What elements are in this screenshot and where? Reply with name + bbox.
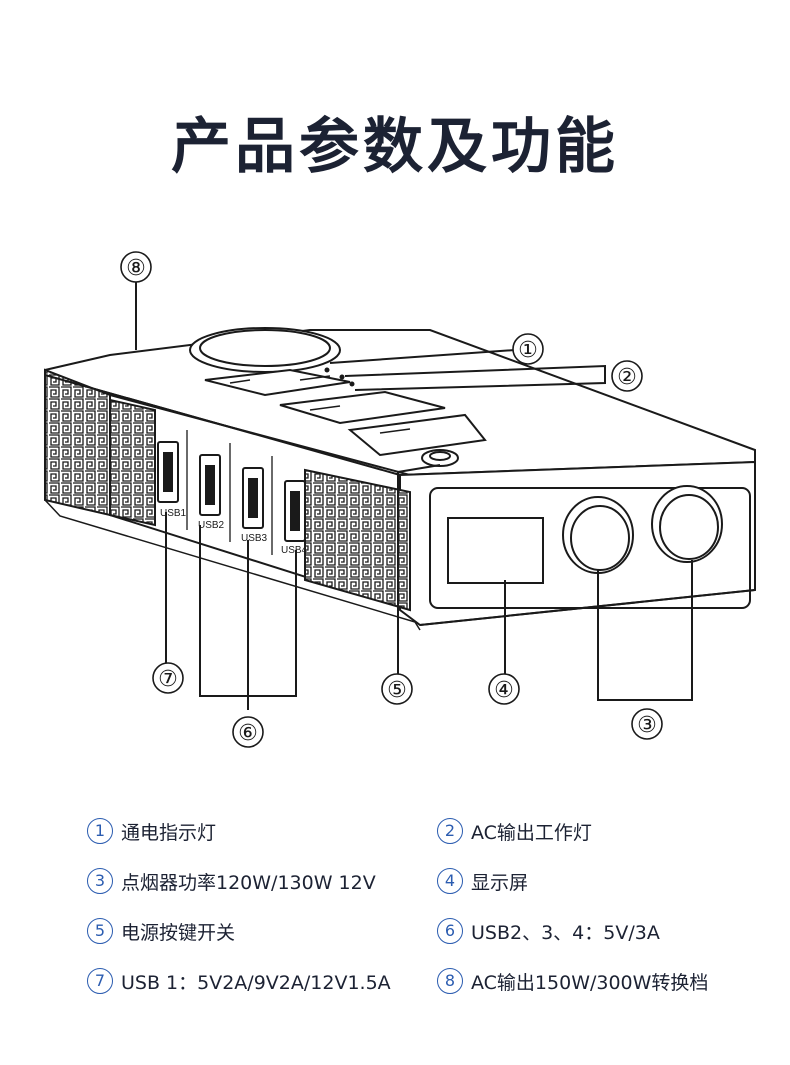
cigarette-sockets — [562, 485, 723, 574]
usb2-label: USB2 — [198, 520, 225, 531]
callout-2: ② — [617, 365, 637, 390]
callout-4: ④ — [494, 678, 514, 703]
callout-1: ① — [518, 338, 538, 363]
power-button — [421, 449, 459, 467]
legend-number: 7 — [87, 968, 113, 994]
legend-number: 8 — [437, 968, 463, 994]
legend-text: AC输出150W/300W转换档 — [471, 971, 709, 994]
legend-item-7: 7 USB 1：5V2A/9V2A/12V1.5A — [87, 968, 437, 994]
legend-text: 点烟器功率120W/130W 12V — [121, 871, 376, 894]
inverter-device — [44, 329, 756, 631]
callout-7: ⑦ — [158, 667, 178, 692]
display-screen — [429, 487, 751, 609]
page-title: 产品参数及功能 — [171, 112, 619, 182]
callout-3: ③ — [637, 713, 657, 738]
legend-number: 1 — [87, 818, 113, 844]
product-diagram: USB1 USB2 USB3 USB4 ⑧ ① ② ⑦ ⑤ — [44, 251, 756, 748]
legend-item-5: 5 电源按键开关 — [87, 918, 437, 944]
legend-item-6: 6 USB2、3、4：5V/3A — [437, 918, 757, 944]
legend-item-3: 3 点烟器功率120W/130W 12V — [87, 868, 437, 894]
legend-text: AC输出工作灯 — [471, 821, 592, 844]
callout-6: ⑥ — [238, 721, 258, 746]
legend-text: USB2、3、4：5V/3A — [471, 921, 660, 944]
legend-item-8: 8 AC输出150W/300W转换档 — [437, 968, 757, 994]
leader-lines — [135, 280, 693, 710]
legend-item-2: 2 AC输出工作灯 — [437, 818, 757, 844]
usb1-label: USB1 — [160, 508, 187, 519]
legend-text: USB 1：5V2A/9V2A/12V1.5A — [121, 971, 391, 994]
legend-item-4: 4 显示屏 — [437, 868, 757, 894]
legend-text: 电源按键开关 — [121, 921, 236, 944]
callout-8: ⑧ — [126, 256, 146, 281]
usb3-label: USB3 — [241, 533, 268, 544]
legend-number: 6 — [437, 918, 463, 944]
legend-text: 通电指示灯 — [121, 821, 217, 844]
usb4-label: USB4 — [281, 545, 308, 556]
ac-sockets — [204, 368, 487, 457]
legend-item-1: 1 通电指示灯 — [87, 818, 437, 844]
legend-number: 3 — [87, 868, 113, 894]
legend-number: 4 — [437, 868, 463, 894]
legend: 1 通电指示灯 2 AC输出工作灯 3 点烟器功率120W/130W 12V 4… — [87, 818, 767, 994]
legend-number: 2 — [437, 818, 463, 844]
usb-ports — [157, 430, 306, 555]
callout-5: ⑤ — [387, 678, 407, 703]
legend-text: 显示屏 — [471, 871, 529, 894]
legend-number: 5 — [87, 918, 113, 944]
indicator-lights — [324, 367, 355, 387]
mode-knob — [189, 327, 341, 373]
